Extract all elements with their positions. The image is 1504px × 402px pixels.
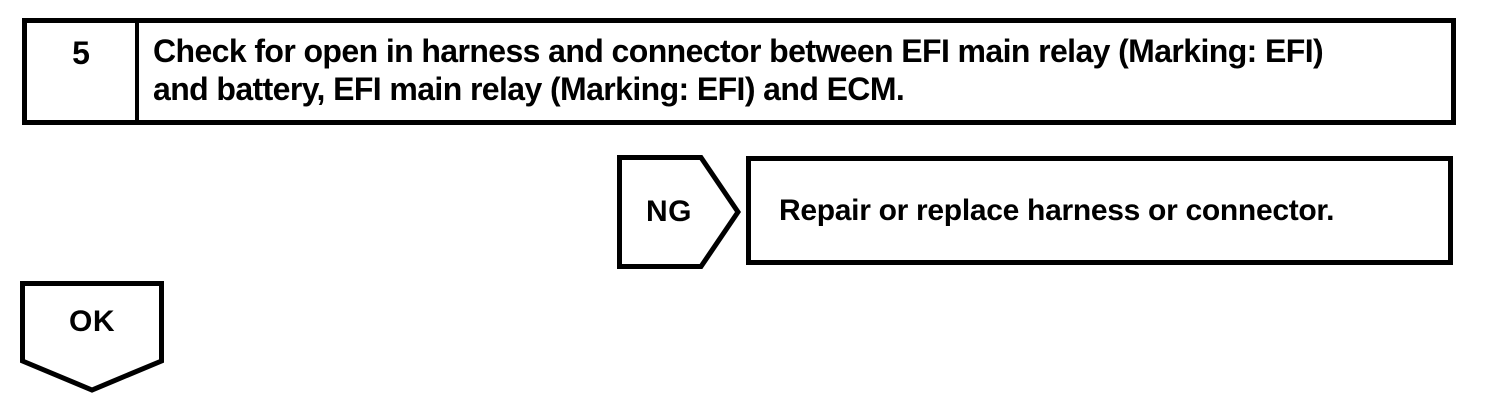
- ng-label: NG: [646, 195, 692, 228]
- ok-label: OK: [69, 305, 115, 338]
- step-instruction-line-2: and battery, EFI main relay (Marking: EF…: [153, 71, 905, 107]
- ok-arrow-pentagon-icon: [20, 281, 164, 393]
- step-box: 5 Check for open in harness and connecto…: [22, 18, 1456, 125]
- step-number: 5: [27, 23, 139, 120]
- step-instruction: Check for open in harness and connector …: [139, 23, 1451, 120]
- ng-action-text: Repair or replace harness or connector.: [779, 193, 1335, 227]
- step-instruction-line-1: Check for open in harness and connector …: [153, 33, 1324, 69]
- ng-action-box: Repair or replace harness or connector.: [746, 156, 1453, 265]
- ng-arrow-pentagon-icon: [617, 155, 741, 269]
